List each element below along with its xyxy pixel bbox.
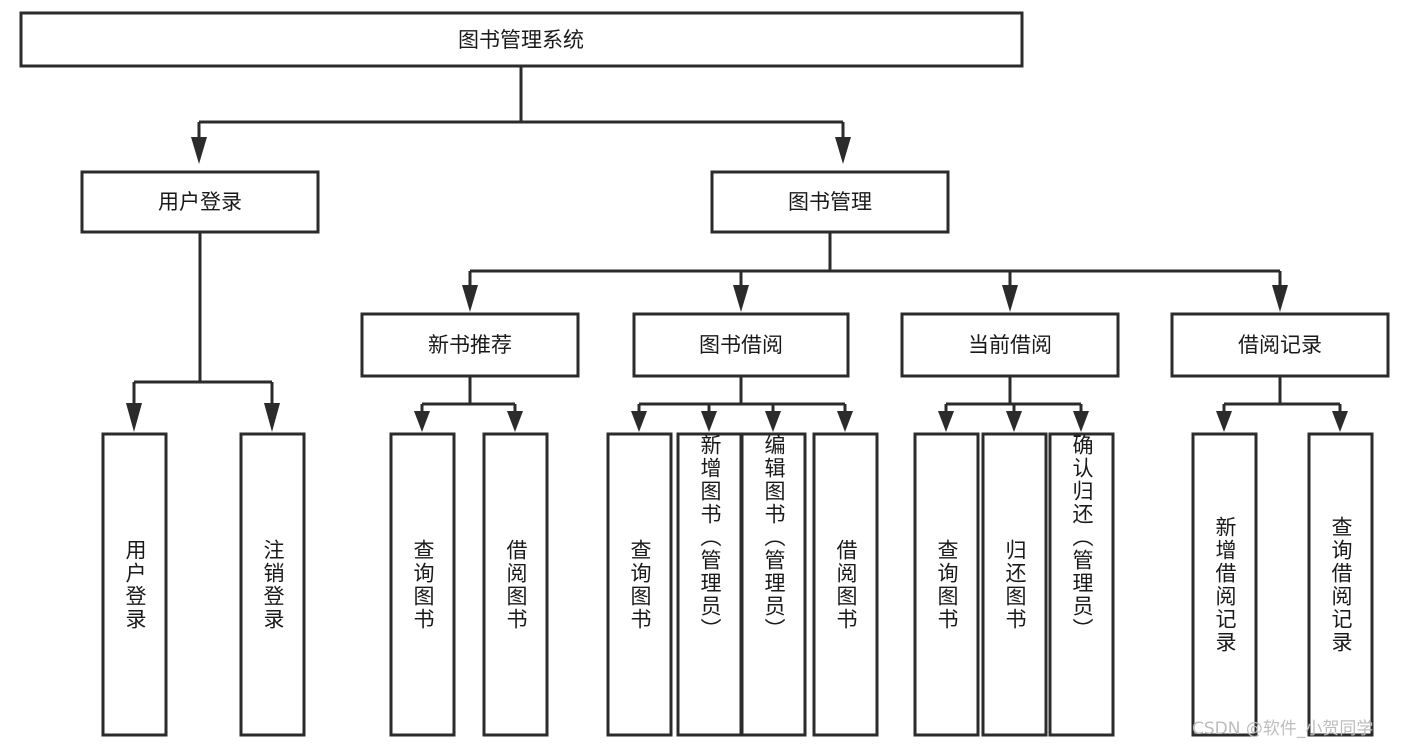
arrow-head-icon: [1073, 411, 1089, 432]
node-book-management[interactable]: 图书管理: [710, 170, 950, 234]
node-book-management-label: 图书管理: [788, 190, 872, 214]
node-current-borrow-label: 当前借阅: [968, 333, 1052, 357]
leaf-box-borrow-edit-book[interactable]: [740, 432, 807, 737]
arrow-head-icon: [507, 411, 523, 432]
arrow-head-icon: [733, 285, 749, 312]
arrow-head-icon: [126, 403, 142, 432]
leaf-box-borrow-query-book[interactable]: [606, 432, 673, 737]
arrow-head-icon: [1216, 411, 1232, 432]
connector-new-book-recommend-to-leaves: [414, 376, 523, 432]
node-user-login[interactable]: 用户登录: [80, 170, 320, 234]
arrow-head-icon: [1006, 411, 1022, 432]
node-book-borrow[interactable]: 图书借阅: [632, 312, 850, 378]
node-new-book-recommend-rect: [360, 312, 580, 378]
arrow-head-icon: [1332, 411, 1348, 432]
leaf-box-user-login-logout[interactable]: [239, 432, 306, 737]
connector-current-borrow-to-leaves: [938, 376, 1089, 432]
connector-borrow-record-to-leaves: [1216, 376, 1348, 432]
node-book-borrow-label: 图书借阅: [699, 333, 783, 357]
arrow-head-icon: [837, 411, 853, 432]
connector-root-to-level2: [191, 66, 851, 164]
node-root-system-label: 图书管理系统: [458, 28, 584, 52]
leaf-box-recommend-borrow-book[interactable]: [482, 432, 549, 737]
node-user-login-rect: [80, 170, 320, 234]
connector-book-management-to-level3: [462, 232, 1288, 312]
node-new-book-recommend[interactable]: 新书推荐: [360, 312, 580, 378]
node-borrow-record[interactable]: 借阅记录: [1170, 312, 1390, 378]
arrow-head-icon: [191, 137, 207, 164]
node-root-system[interactable]: 图书管理系统: [19, 11, 1024, 68]
leaf-box-current-confirm-return[interactable]: [1048, 432, 1115, 737]
leaf-box-borrow-add-book[interactable]: [676, 432, 743, 737]
leaf-box-recommend-query-book[interactable]: [389, 432, 456, 737]
arrow-head-icon: [835, 137, 851, 164]
leaf-box-borrow-borrow-book[interactable]: [812, 432, 879, 737]
leaf-box-current-return-book[interactable]: [981, 432, 1048, 737]
connector-book-borrow-to-leaves: [631, 376, 853, 432]
arrow-head-icon: [765, 411, 781, 432]
arrow-head-icon: [1002, 285, 1018, 312]
node-root-system-rect: [19, 11, 1024, 68]
arrow-head-icon: [462, 285, 478, 312]
node-current-borrow-rect: [900, 312, 1120, 378]
leaf-box-user-login-login[interactable]: [101, 432, 168, 737]
arrow-head-icon: [701, 411, 717, 432]
leaf-box-record-add-record[interactable]: [1191, 432, 1258, 737]
leaf-box-current-query-book[interactable]: [913, 432, 980, 737]
leaf-box-record-query-record[interactable]: [1307, 432, 1374, 737]
watermark-text: CSDN @软件_小贺同学: [1192, 719, 1374, 739]
arrow-head-icon: [631, 411, 647, 432]
node-user-login-label: 用户登录: [158, 190, 242, 214]
node-borrow-record-label: 借阅记录: [1238, 333, 1322, 357]
arrow-head-icon: [264, 403, 280, 432]
node-new-book-recommend-label: 新书推荐: [428, 333, 512, 357]
node-current-borrow[interactable]: 当前借阅: [900, 312, 1120, 378]
connector-user-login-to-leaves: [126, 232, 280, 432]
arrow-head-icon: [938, 411, 954, 432]
arrow-head-icon: [1272, 285, 1288, 312]
arrow-head-icon: [414, 411, 430, 432]
